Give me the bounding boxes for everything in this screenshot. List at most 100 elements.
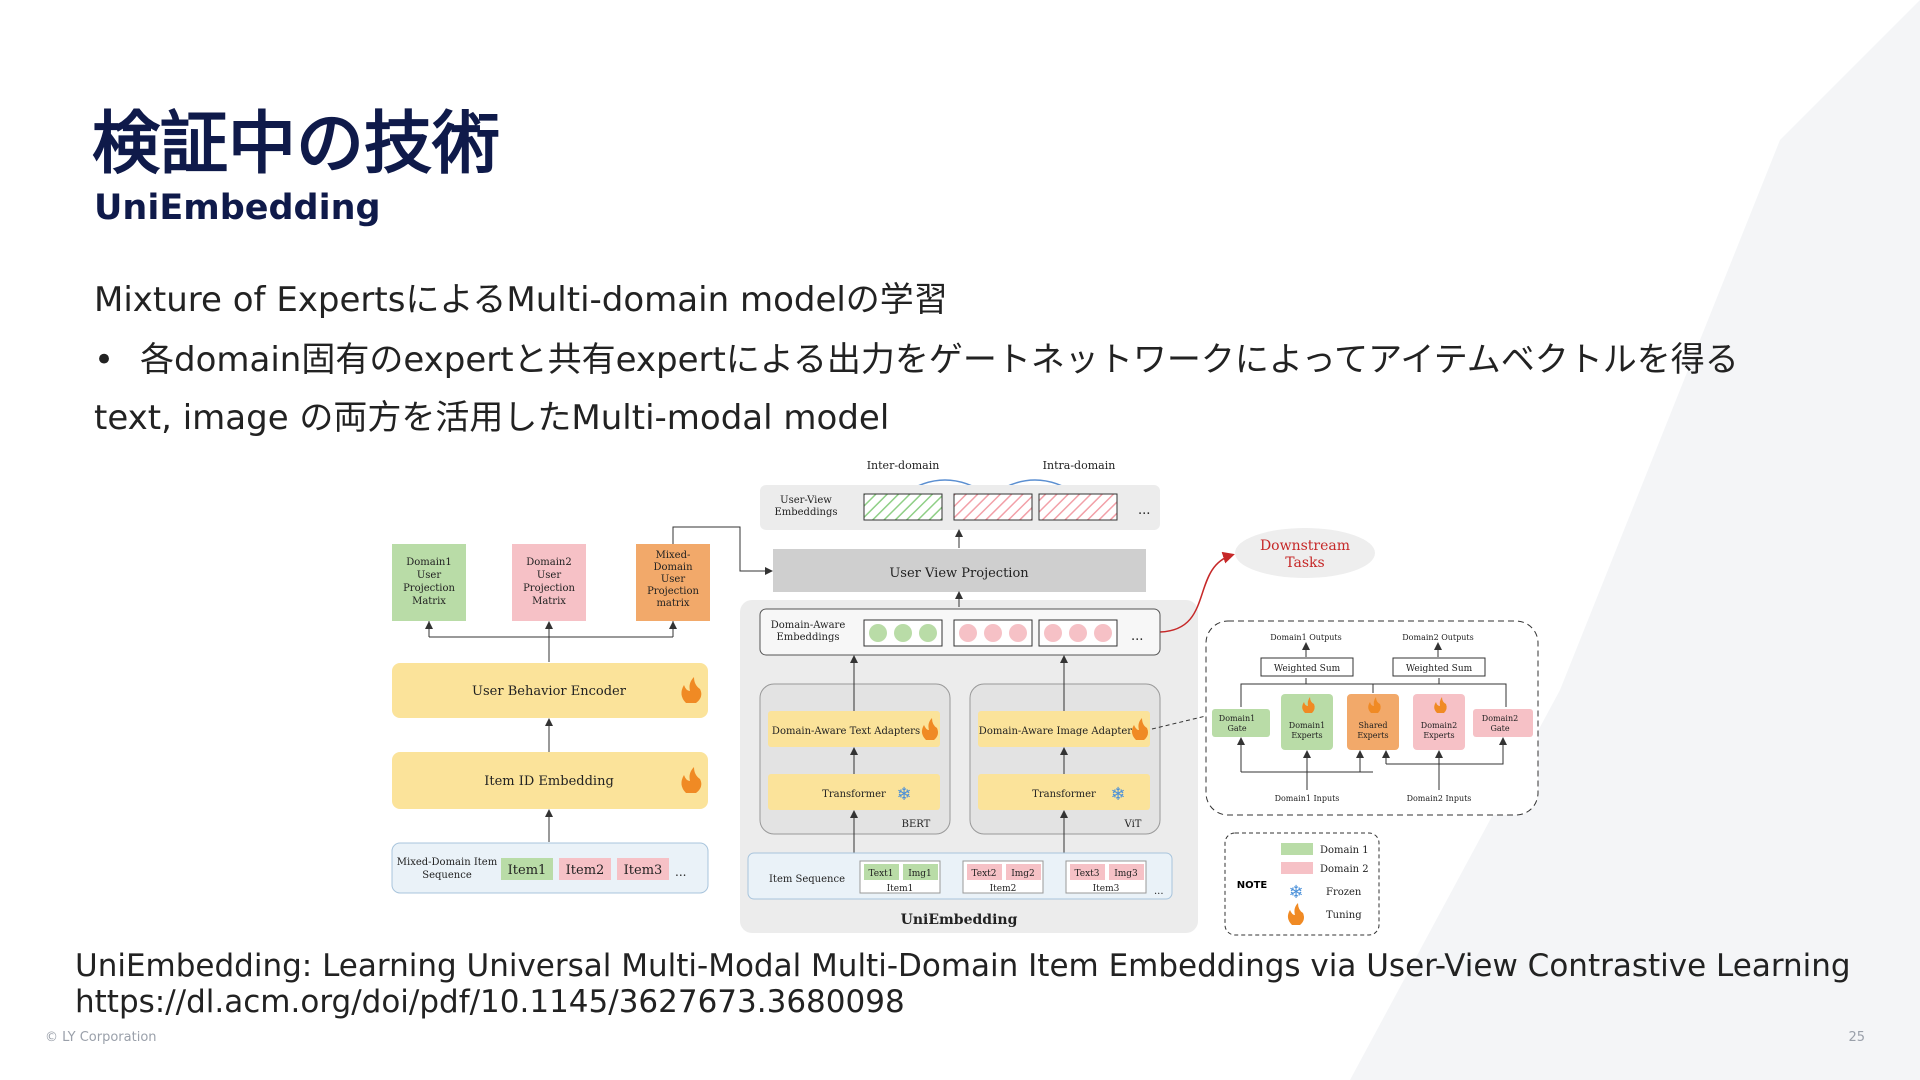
svg-text:Item Sequence: Item Sequence xyxy=(769,874,845,885)
frozen-snowflake-icon: ❄ xyxy=(896,784,911,805)
body-line-1: Mixture of ExpertsによるMulti-domain modelの… xyxy=(94,280,948,320)
ellipsis-1: ... xyxy=(1138,503,1150,518)
user-view-emb-3 xyxy=(1038,493,1118,521)
user-behavior-encoder-label: User Behavior Encoder xyxy=(472,684,627,699)
user-view-projection-bar xyxy=(773,549,1146,592)
svg-text:Domain 2: Domain 2 xyxy=(1320,864,1369,875)
svg-text:Weighted Sum: Weighted Sum xyxy=(1274,664,1341,674)
svg-text:Frozen: Frozen xyxy=(1326,887,1362,898)
svg-text:Domain-Aware Text Adapters: Domain-Aware Text Adapters xyxy=(772,726,920,737)
svg-text:NOTE: NOTE xyxy=(1237,880,1268,891)
svg-text:Item3: Item3 xyxy=(1093,884,1120,894)
ellipsis-2: ... xyxy=(1131,629,1143,644)
bullet-marker: • xyxy=(94,340,115,380)
downstream-arrow xyxy=(1159,551,1235,633)
shared-experts xyxy=(1347,694,1399,750)
tuning-flame-icon xyxy=(681,677,702,703)
page-number: 25 xyxy=(1848,1030,1865,1045)
svg-text:...: ... xyxy=(1154,886,1164,897)
svg-text:Item3: Item3 xyxy=(624,863,663,878)
svg-text:❄: ❄ xyxy=(1288,882,1303,903)
text-transformer-box xyxy=(768,774,940,810)
weighted-sum-2 xyxy=(1392,657,1486,677)
svg-text:Domain-Aware Image Adapters: Domain-Aware Image Adapters xyxy=(979,726,1137,737)
image-transformer-box xyxy=(978,774,1150,810)
weighted-sum-1 xyxy=(1260,657,1354,677)
note-legend xyxy=(1224,832,1380,936)
seq-item-2 xyxy=(559,858,611,880)
user-view-projection-label: User View Projection xyxy=(889,566,1029,581)
user-view-emb-1 xyxy=(863,493,943,521)
domain1-experts xyxy=(1281,694,1333,750)
image-adapters-box xyxy=(978,711,1150,747)
reference-title: UniEmbedding: Learning Universal Multi-M… xyxy=(75,948,1851,984)
svg-text:Domain2 Inputs: Domain2 Inputs xyxy=(1407,794,1472,803)
page-title: 検証中の技術 xyxy=(92,105,501,184)
svg-text:Item1: Item1 xyxy=(508,863,547,878)
downstream-tasks-ellipse xyxy=(1235,528,1375,578)
seq-item-3 xyxy=(617,858,669,880)
domain2-projection-box xyxy=(512,544,586,621)
svg-text:Transformer: Transformer xyxy=(822,789,886,800)
user-behavior-encoder-box xyxy=(392,663,708,718)
item-id-embedding-label: Item ID Embedding xyxy=(484,774,614,789)
tuning-flame-icon xyxy=(921,718,938,740)
svg-text:Transformer: Transformer xyxy=(1032,789,1096,800)
body-line-2: • 各domain固有のexpertと共有expertによる出力をゲートネットワー… xyxy=(94,332,1739,381)
bullet-text: 各domain固有のexpertと共有expertによる出力をゲートネットワーク… xyxy=(140,340,1739,380)
page-subtitle: UniEmbedding xyxy=(94,188,381,228)
domain2-gate xyxy=(1473,709,1533,737)
svg-text:Domain2 Outputs: Domain2 Outputs xyxy=(1402,633,1473,642)
inter-domain-label: Inter-domain xyxy=(867,459,940,472)
domain1-projection-box xyxy=(392,544,466,621)
intra-domain-label: Intra-domain xyxy=(1043,459,1116,472)
svg-text:BERT: BERT xyxy=(902,819,931,830)
svg-text:Item2: Item2 xyxy=(990,884,1017,894)
domain2-experts xyxy=(1413,694,1465,750)
body-line-3: text, image の両方を活用したMulti-modal model xyxy=(94,398,890,438)
frozen-snowflake-icon: ❄ xyxy=(1110,784,1125,805)
svg-text:Weighted Sum: Weighted Sum xyxy=(1406,664,1473,674)
svg-text:ViT: ViT xyxy=(1124,819,1142,830)
user-view-emb-2 xyxy=(953,493,1033,521)
svg-text:Item1: Item1 xyxy=(887,884,914,894)
svg-text:Domain1 Outputs: Domain1 Outputs xyxy=(1270,633,1341,642)
svg-text:Img3: Img3 xyxy=(1114,869,1138,879)
image-branch-panel xyxy=(969,683,1161,835)
seq-item-1 xyxy=(501,858,553,880)
footer-copyright: © LY Corporation xyxy=(45,1030,157,1045)
svg-text:Text2: Text2 xyxy=(971,869,996,879)
reference-url[interactable]: https://dl.acm.org/doi/pdf/10.1145/36276… xyxy=(75,984,905,1020)
tuning-flame-icon xyxy=(1131,718,1148,740)
svg-text:Text3: Text3 xyxy=(1074,869,1099,879)
svg-text:Item2: Item2 xyxy=(566,863,605,878)
text-adapters-box xyxy=(768,711,940,747)
svg-text:Text1: Text1 xyxy=(868,869,893,879)
item-id-embedding-box xyxy=(392,752,708,809)
svg-text:Tuning: Tuning xyxy=(1326,910,1362,921)
svg-text:Domain1 Inputs: Domain1 Inputs xyxy=(1275,794,1340,803)
svg-text:Img1: Img1 xyxy=(908,869,932,879)
uniembedding-label: UniEmbedding xyxy=(901,912,1018,928)
svg-text:Img2: Img2 xyxy=(1011,869,1035,879)
svg-text:Domain 1: Domain 1 xyxy=(1320,845,1369,856)
text-branch-panel xyxy=(759,683,951,835)
tuning-flame-icon xyxy=(681,767,702,793)
svg-text:...: ... xyxy=(675,865,686,879)
mixed-domain-projection-box xyxy=(636,544,710,621)
domain1-gate xyxy=(1212,709,1270,737)
